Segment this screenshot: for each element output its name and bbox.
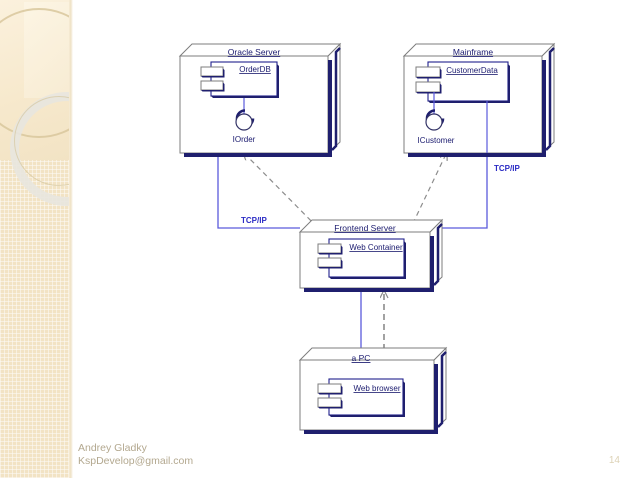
connector-mainframe-to-frontend [430, 153, 488, 229]
component-web-container[interactable]: Web Container [317, 238, 406, 279]
node-label-oracle-server: Oracle Server [228, 47, 281, 57]
node-frontend-server[interactable]: Frontend Server Web Container [298, 218, 444, 292]
connector-oracle-to-frontend [217, 153, 300, 229]
node-label-mainframe: Mainframe [453, 47, 493, 57]
interface-lollipop-icustomer[interactable]: ICustomer [418, 92, 455, 145]
page-number: 14 [608, 455, 620, 466]
component-customerdata[interactable]: CustomerData [415, 61, 510, 103]
band-edge-highlight [69, 0, 73, 478]
interface-label-icustomer: ICustomer [418, 136, 455, 145]
component-label-customerdata: CustomerData [446, 66, 498, 75]
interface-lollipop-iorder[interactable]: IOrder [233, 98, 256, 144]
component-label-orderdb: OrderDB [239, 65, 271, 74]
connector-label-tcpip-left: TCP/IP [241, 216, 267, 225]
connector-label-tcpip-right: TCP/IP [494, 164, 520, 173]
node-mainframe[interactable]: Mainframe CustomerData ICustomer [402, 42, 556, 157]
footer-author: Andrey Gladky [78, 442, 147, 454]
node-oracle-server[interactable]: Oracle Server OrderDB IOrder [178, 42, 342, 157]
component-web-browser[interactable]: Web browser [317, 378, 405, 417]
decorative-left-band [0, 0, 70, 478]
component-label-web-browser: Web browser [354, 384, 401, 393]
component-label-web-container: Web Container [349, 243, 403, 252]
interface-label-iorder: IOrder [233, 135, 256, 144]
node-a-pc[interactable]: a PC Web browser [298, 346, 448, 434]
footer-email: KspDevelop@gmail.com [78, 455, 194, 467]
component-orderdb[interactable]: OrderDB [200, 61, 279, 98]
node-label-frontend-server: Frontend Server [334, 223, 396, 233]
dependency-webcontainer-to-icustomer [404, 152, 447, 241]
slide-footer: Andrey Gladky KspDevelop@gmail.com [78, 442, 193, 468]
node-label-a-pc: a PC [352, 353, 371, 363]
